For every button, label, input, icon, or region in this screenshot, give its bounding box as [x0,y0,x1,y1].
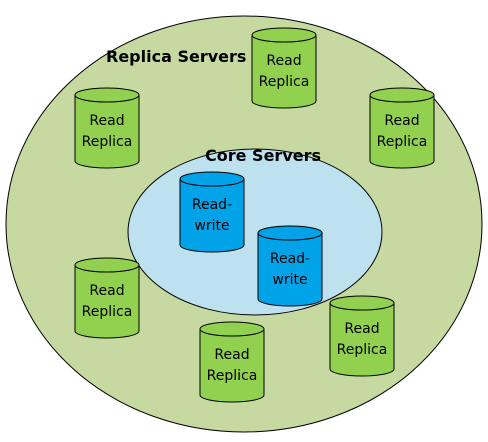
read-replica-cylinder-label-line1: Read [344,321,379,337]
read-replica-cylinder-label-line2: Replica [337,342,388,358]
read-write-cylinder-label-line2: write [272,272,307,288]
read-write-cylinder-body [257,232,323,307]
read-replica-cylinder-top [329,295,395,311]
read-write-cylinder-top [179,171,245,187]
read-replica-cylinder-label-line2: Replica [207,368,258,384]
read-replica-cylinder-body [329,302,395,377]
read-replica-cylinder-label-line2: Replica [377,134,428,150]
read-replica-cylinder-label-line1: Read [266,53,301,69]
server-cylinders: ReadReplicaReadReplicaReadReplicaReadRep… [74,27,435,403]
read-write-cylinder-label-line1: Read- [270,251,310,267]
read-write-cylinder-body [179,178,245,253]
read-write-cylinder-label-line1: Read- [192,197,232,213]
read-replica-cylinder-label-line2: Replica [82,304,133,320]
read-replica-cylinder-top [199,321,265,337]
read-write-cylinder: Read-write [257,225,323,307]
core-servers-zone [127,148,383,316]
read-replica-cylinder-label-line1: Read [384,113,419,129]
read-replica-cylinder-label-line1: Read [89,283,124,299]
read-replica-cylinder-label-line2: Replica [82,134,133,150]
replica-servers-title: Replica Servers [106,47,246,66]
read-write-cylinder-top [257,225,323,241]
read-replica-cylinder-top [369,87,435,103]
read-replica-cylinder-label-line2: Replica [259,74,310,90]
read-write-cylinder: Read-write [179,171,245,253]
read-replica-cylinder-label-line1: Read [89,113,124,129]
read-replica-cylinder-body [369,94,435,169]
read-replica-cylinder-body [74,94,140,169]
read-replica-cylinder-top [74,257,140,273]
read-replica-cylinder-label-line1: Read [214,347,249,363]
read-replica-cylinder-body [199,328,265,403]
read-replica-cylinder-body [251,34,317,109]
read-replica-cylinder-top [251,27,317,43]
read-replica-cylinder-top [74,87,140,103]
read-replica-cylinder-body [74,264,140,339]
core-servers-title: Core Servers [205,146,321,165]
read-write-cylinder-label-line2: write [194,218,229,234]
